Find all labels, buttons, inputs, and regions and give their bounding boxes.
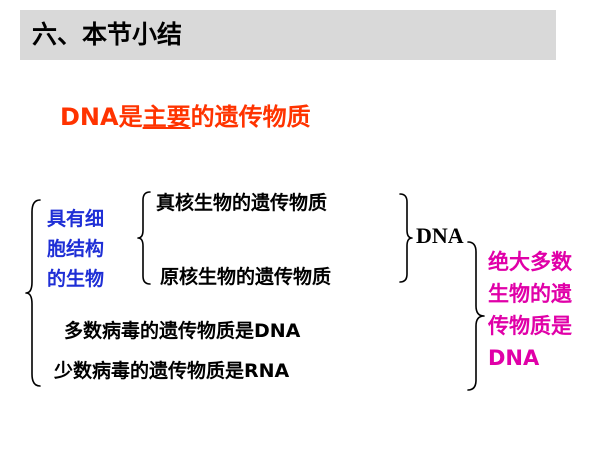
conclusion-line: DNA [488, 346, 540, 370]
left-brace-outer [25, 199, 41, 387]
conclusion-line: 生物的遗 [488, 282, 572, 306]
cellular-organisms-label: 具有细 胞结构 的生物 [47, 204, 104, 294]
title-bar: 六、本节小结 [20, 10, 556, 60]
headline-suffix: 的遗传物质 [190, 103, 311, 131]
right-brace-dna [399, 193, 413, 283]
section-title: 六、本节小结 [32, 20, 183, 49]
headline-underlined: 主要 [142, 103, 191, 131]
right-brace-conclusion [467, 241, 485, 391]
headline-prefix: DNA是 [60, 103, 143, 131]
cellular-label-line: 胞结构 [47, 238, 105, 260]
cellular-label-line: 的生物 [47, 268, 105, 290]
headline: DNA是主要的遗传物质 [60, 100, 311, 134]
conclusion-text: 绝大多数 生物的遗 传物质是 DNA [488, 246, 572, 374]
cellular-label-line: 具有细 [47, 208, 105, 230]
most-viruses-text: 多数病毒的遗传物质是DNA [64, 320, 301, 342]
conclusion-line: 传物质是 [488, 314, 572, 338]
few-viruses-text: 少数病毒的遗传物质是RNA [54, 360, 290, 382]
eukaryote-text: 真核生物的遗传物质 [156, 192, 328, 214]
conclusion-line: 绝大多数 [488, 250, 572, 274]
left-brace-inner [137, 191, 151, 285]
dna-label: DNA [416, 223, 464, 248]
prokaryote-text: 原核生物的遗传物质 [160, 266, 332, 288]
